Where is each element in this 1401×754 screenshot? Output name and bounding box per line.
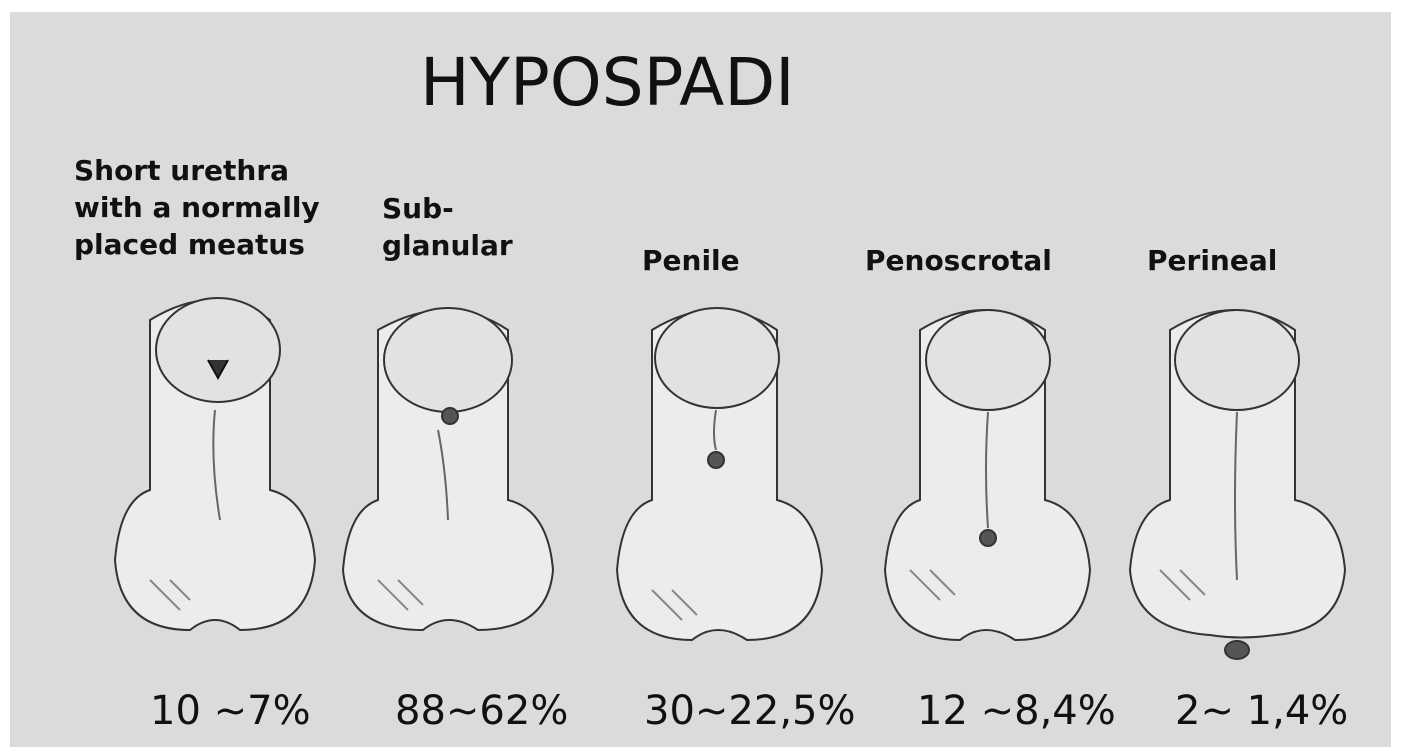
- illustration-penile: [612, 300, 827, 645]
- label-short-urethra: Short urethra with a normally placed mea…: [74, 152, 320, 263]
- illustration-penoscrotal: [880, 300, 1095, 645]
- percent-perineal: 2~ 1,4%: [1175, 688, 1348, 734]
- diagram-title: HYPOSPADI: [420, 44, 795, 121]
- illustration-subglanular: [338, 300, 558, 640]
- illustration-short-urethra: [110, 290, 320, 640]
- label-perineal: Perineal: [1147, 242, 1277, 279]
- percent-subglanular: 88~62%: [395, 688, 568, 734]
- label-penile: Penile: [642, 242, 740, 279]
- percent-short-urethra: 10 ~7%: [150, 688, 311, 734]
- illustration-perineal: [1125, 300, 1350, 660]
- label-penoscrotal: Penoscrotal: [865, 242, 1052, 279]
- percent-penile: 30~22,5%: [644, 688, 855, 734]
- label-subglanular: Sub- glanular: [382, 190, 513, 264]
- percent-penoscrotal: 12 ~8,4%: [917, 688, 1116, 734]
